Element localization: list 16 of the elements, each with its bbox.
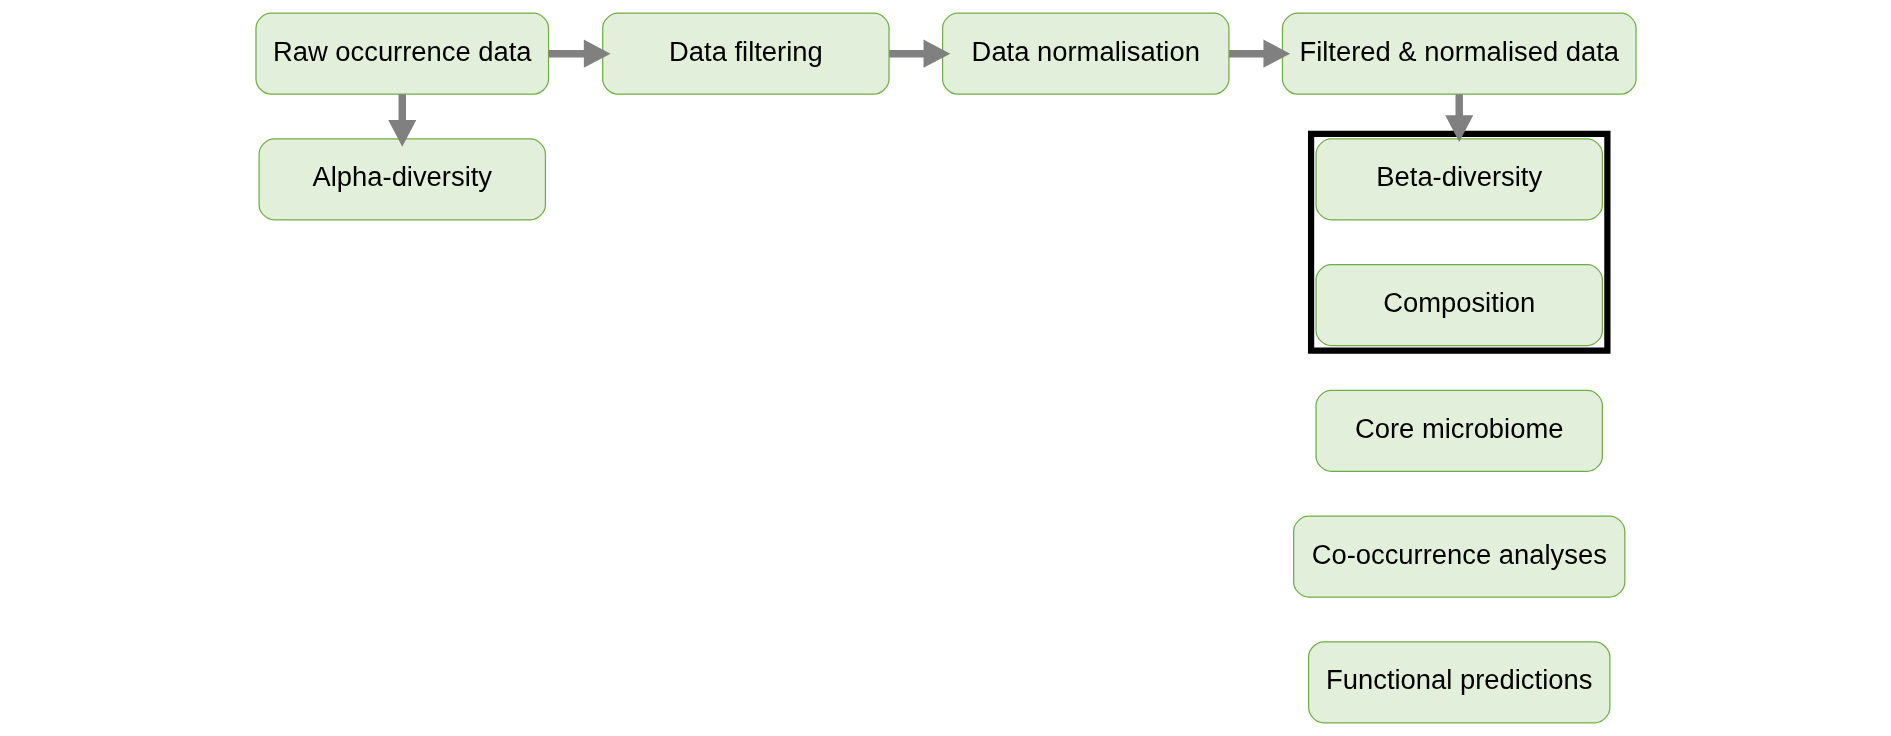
node-box: Beta-diversity [1314, 138, 1603, 221]
cluster [1307, 130, 1610, 354]
node-box: Raw occurrence data [254, 12, 549, 95]
node-box: Data normalisation [941, 12, 1230, 95]
arrow [888, 39, 950, 68]
arrow [1228, 39, 1290, 68]
node-box: Data filtering [601, 12, 890, 95]
arrow [548, 39, 611, 68]
node-box: Functional predictions [1307, 641, 1610, 724]
arrow [1444, 94, 1473, 142]
node-box: Core microbiome [1314, 389, 1603, 472]
node-box: Filtered & normalised data [1281, 12, 1637, 95]
node-box: Co-occurrence analyses [1292, 515, 1625, 598]
arrow [387, 94, 416, 147]
node-box: Composition [1314, 264, 1603, 347]
node-box: Alpha-diversity [257, 138, 546, 221]
